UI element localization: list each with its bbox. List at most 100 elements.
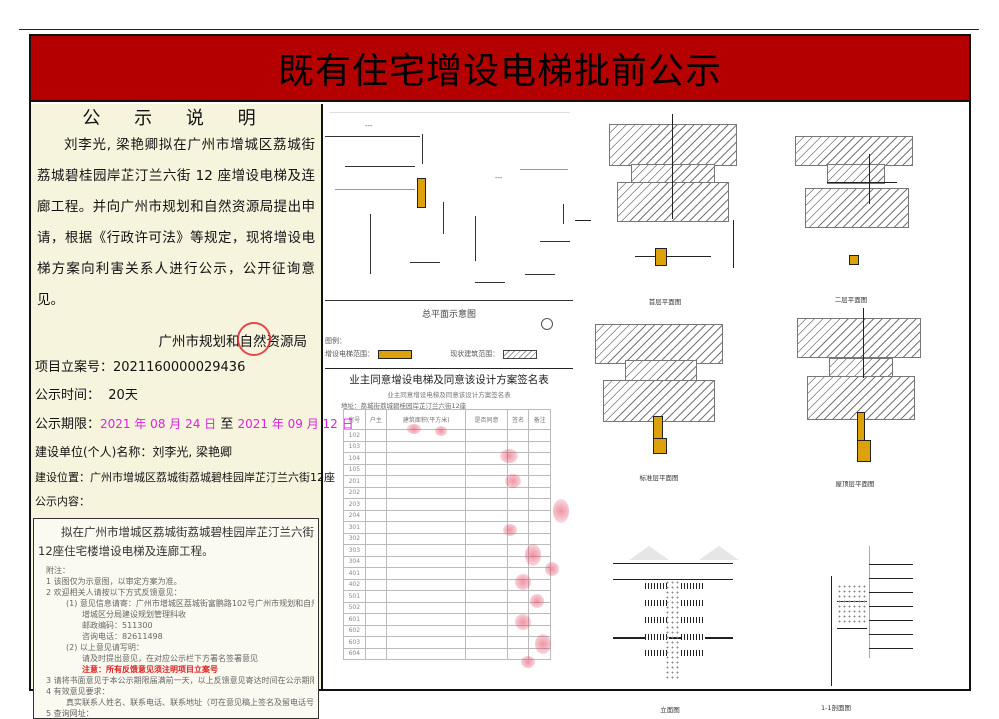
col-header: 户主 [364, 409, 388, 430]
period-end: 2021 年 09 月 12 日 [237, 417, 354, 431]
note-line: 附注： [46, 566, 70, 575]
project-no-label: 项目立案号： [35, 360, 114, 375]
plan2-caption: 二层平面图 [834, 296, 868, 304]
fingerprint-mark [545, 562, 559, 576]
content-row: 公示内容： [31, 490, 321, 514]
site-plan-legend: 图例： 增设电梯范围： 现状建筑范围： [325, 336, 573, 359]
section-caption: 1-1剖面图 [820, 704, 852, 712]
location-row: 建设位置：广州市增城区荔城街荔城碧桂园岸芷汀兰六街12座 [31, 466, 335, 490]
note-line: 5 查询网址： [46, 709, 94, 718]
room-no: 401 [343, 567, 366, 580]
notice-panel: 公 示 说 明 刘李光, 梁艳卿拟在广州市增城区荔城街荔城碧桂园岸芷汀兰六街 1… [31, 104, 354, 719]
room-no: 201 [343, 475, 366, 488]
room-no: 105 [343, 463, 366, 476]
table-row: 603 [343, 636, 551, 649]
site-plan-caption: 总平面示意图 [421, 310, 476, 320]
room-no: 302 [343, 532, 366, 545]
room-no: 203 [343, 498, 366, 511]
drawings-column: 首层平面图 二层平面图 标准层平面图 [575, 104, 969, 714]
table-row: 102 [343, 429, 551, 442]
applicant-value: 刘李光, 梁艳卿 [152, 445, 233, 459]
official-seal-icon [237, 322, 271, 356]
room-no: 304 [343, 555, 366, 568]
fingerprint-mark [553, 499, 569, 523]
note-line: 2 欢迎相关人请按以下方式反馈意见： [46, 588, 182, 597]
room-no: 202 [343, 486, 366, 499]
room-no: 402 [343, 578, 366, 591]
plan4-caption: 屋顶层平面图 [835, 480, 875, 488]
content-lead: 拟在广州市增城区荔城街荔城碧桂园岸芷汀兰六街12座住宅楼增设电梯及连廊工程。 [38, 525, 314, 558]
location-label: 建设位置： [35, 471, 90, 484]
table-row: 604 [343, 647, 551, 660]
room-no: 601 [343, 613, 366, 626]
duration-row: 公示时间： 20天 [31, 382, 321, 410]
page-top-rule [19, 29, 979, 30]
table-row: 304 [343, 555, 551, 568]
notice-title: 公 示 说 明 [82, 108, 270, 129]
fingerprint-mark [515, 614, 531, 630]
fingerprint-mark [525, 544, 541, 566]
floor-plan-2: 二层平面图 [771, 104, 969, 304]
room-no: 104 [343, 452, 366, 465]
table-row: 203 [343, 498, 551, 511]
table-row: 501 [343, 590, 551, 603]
floor-plan-4: 屋顶层平面图 [771, 308, 969, 488]
table-row: 401 [343, 567, 551, 580]
notice-paragraph: 刘李光, 梁艳卿拟在广州市增城区荔城街荔城碧桂园岸芷汀兰六街 12 座增设电梯及… [37, 137, 315, 308]
col-header: 建筑面积(平方米) [386, 409, 467, 430]
project-no-row: 项目立案号：2021160000029436 [31, 354, 321, 382]
fingerprint-mark [521, 656, 535, 668]
fingerprint-mark [435, 426, 447, 436]
table-row: 303 [343, 544, 551, 557]
room-no: 603 [343, 636, 366, 649]
table-row: 502 [343, 601, 551, 614]
col-header: 签名 [506, 409, 530, 430]
issuer-name: 广州市规划和自然资源局 [158, 334, 308, 350]
note-line: 邮政编码：511300 [82, 621, 153, 630]
legend-elevator-label: 增设电梯范围： [325, 350, 374, 358]
legend-elevator-swatch [378, 349, 412, 359]
legend-title: 图例： [325, 337, 346, 345]
page-title: 既有住宅增设电梯批前公示 [277, 51, 722, 92]
elevator-shaft-marker [857, 440, 871, 462]
period-row: 公示期限：2021 年 08 月 24 日 至 2021 年 09 月 12 日 [31, 410, 354, 438]
note-line: 咨询电话：82611498 [82, 632, 163, 641]
legend-existing-label: 现状建筑范围： [450, 350, 500, 358]
notice-board: 既有住宅增设电梯批前公示 公 示 说 明 刘李光, 梁艳卿拟在广州市增城区荔城街… [29, 34, 971, 719]
section-drawing: 1-1剖面图 [771, 546, 969, 712]
plan1-caption: 首层平面图 [648, 298, 682, 306]
signature-table-title: 业主同意增设电梯及同意该设计方案签名表 [349, 374, 549, 386]
fingerprint-mark [407, 424, 421, 434]
plan3-caption: 标准层平面图 [639, 474, 679, 482]
floor-plan-1: 首层平面图 [575, 104, 765, 306]
fingerprint-mark [535, 634, 551, 654]
room-no: 204 [343, 509, 366, 522]
applicant-label: 建设单位(个人)名称： [35, 445, 153, 459]
col-header: 是否同意 [465, 409, 508, 430]
elevator-site-marker [417, 178, 426, 208]
note-line: (2) 以上意见请写明： [66, 643, 144, 652]
note-line: 增城区分局建设规划管理科收 [82, 610, 186, 619]
table-row: 105 [343, 463, 551, 476]
note-line: 4 有效意见要求： [46, 687, 110, 696]
fingerprint-mark [515, 574, 531, 590]
site-plan-drawing: --- --- [325, 104, 573, 304]
table-header-row: 房号 户主 建筑面积(平方米) 是否同意 签名 备注 [343, 409, 551, 430]
floor-plan-3: 标准层平面图 [575, 308, 765, 482]
duration-value: 20天 [108, 388, 138, 403]
room-no: 103 [343, 440, 366, 453]
middle-column: --- --- 总平面示意图 图例： 增设电梯范围： 现状建筑范围： 业主同意增… [325, 104, 573, 689]
note-line: 1 该图仅为示意图，以审定方案为准。 [46, 577, 182, 586]
table-row: 302 [343, 532, 551, 545]
signature-table-subtitle: 业主同意增设电梯及同意该设计方案签名表 [387, 391, 511, 399]
fingerprint-mark [500, 449, 518, 463]
table-row: 204 [343, 509, 551, 522]
table-row: 202 [343, 486, 551, 499]
room-no: 301 [343, 521, 366, 534]
project-no-value: 2021160000029436 [113, 360, 246, 375]
room-no: 102 [343, 429, 366, 442]
period-start: 2021 年 08 月 24 日 [100, 417, 217, 431]
room-no: 604 [343, 647, 366, 660]
col-header: 备注 [528, 409, 551, 430]
elevator-shaft-marker [849, 255, 859, 265]
